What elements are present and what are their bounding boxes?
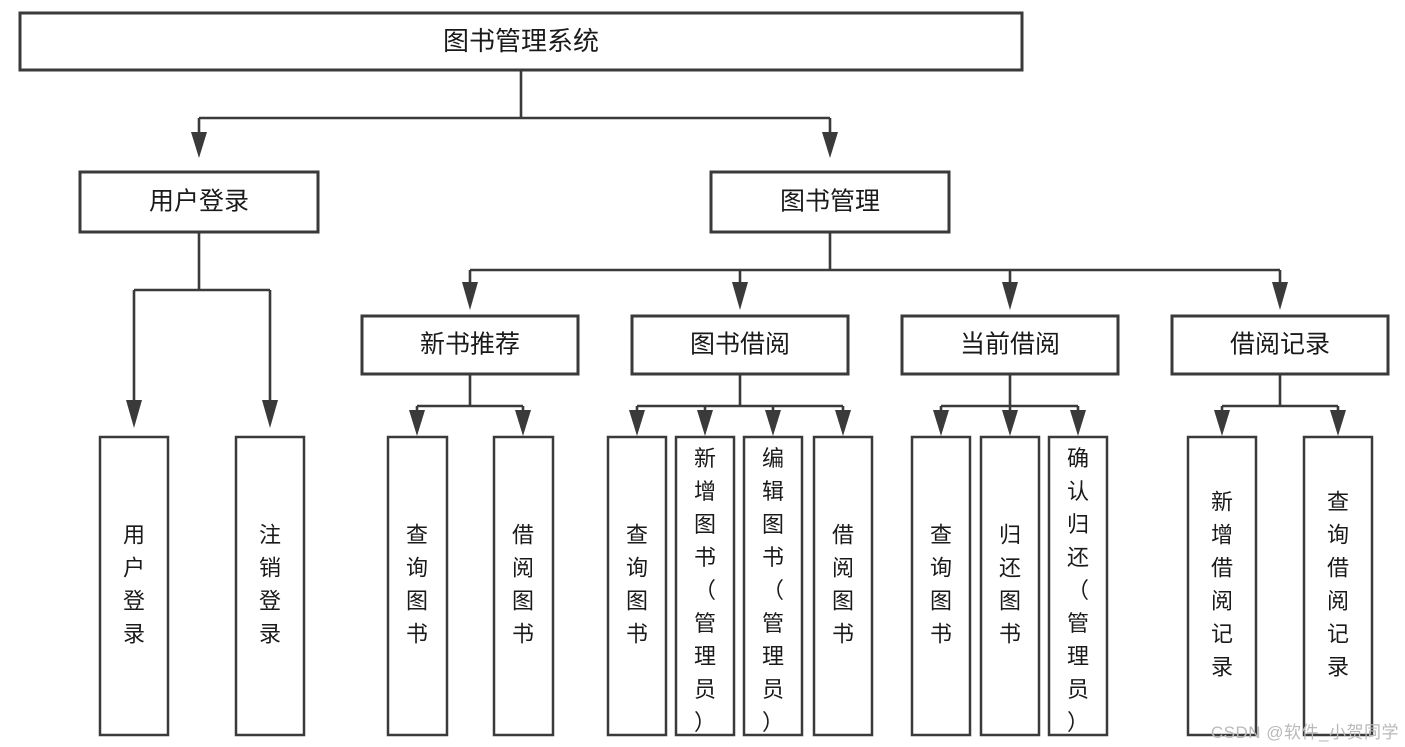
- node-borrow-record-box[interactable]: [1170, 314, 1390, 376]
- node-leaf-borrow-book-1[interactable]: 借阅图书: [492, 435, 555, 737]
- node-current-borrow-label: 当前借阅: [960, 331, 1060, 359]
- node-borrow-record-label: 借阅记录: [1230, 331, 1330, 359]
- arrowhead-leaf-user-login: [126, 400, 142, 428]
- node-book-manage-box[interactable]: [709, 170, 951, 234]
- arrowhead-edit-book: [765, 410, 781, 436]
- node-leaf-query-book-3-box[interactable]: [910, 435, 972, 737]
- node-leaf-borrow-book-2-label: 借阅图书: [832, 522, 854, 646]
- node-leaf-query-book-3[interactable]: 查询图书: [910, 435, 972, 737]
- node-leaf-borrow-book-2[interactable]: 借阅图书: [812, 435, 874, 737]
- arrowhead-add-book: [697, 410, 713, 436]
- node-user-login-label: 用户登录: [149, 188, 249, 216]
- node-leaf-query-book-2-box[interactable]: [606, 435, 668, 737]
- arrowhead-new-book-rec: [462, 282, 478, 310]
- node-root-label: 图书管理系统: [443, 26, 599, 56]
- node-current-borrow-box[interactable]: [900, 314, 1120, 376]
- node-current-borrow[interactable]: 当前借阅: [900, 314, 1120, 376]
- node-leaf-confirm-return[interactable]: 确认归还（管理员）: [1047, 435, 1109, 737]
- node-leaf-user-login-label: 用户登录: [123, 522, 145, 646]
- edge-group-book-manage: [462, 232, 1288, 310]
- node-leaf-query-book-3-label: 查询图书: [930, 522, 952, 646]
- node-leaf-logout-label: 注销登录: [259, 522, 281, 646]
- node-book-borrow-box[interactable]: [630, 314, 850, 376]
- node-book-manage[interactable]: 图书管理: [709, 170, 951, 234]
- node-leaf-add-book-box[interactable]: [674, 435, 736, 737]
- node-root-box[interactable]: [18, 11, 1024, 72]
- arrowhead-book-manage: [822, 132, 838, 158]
- node-leaf-add-book-label: 新增图书（管理员）: [694, 446, 716, 735]
- arrowhead-confirm-return: [1070, 410, 1086, 436]
- edge-group-current-borrow: [933, 374, 1086, 436]
- node-user-login-box[interactable]: [78, 170, 320, 234]
- node-leaf-confirm-return-label: 确认归还（管理员）: [1067, 446, 1089, 735]
- node-leaf-return-book[interactable]: 归还图书: [979, 435, 1041, 737]
- arrowhead-borrow-record: [1272, 282, 1288, 310]
- node-leaf-add-record[interactable]: 新增借阅记录: [1186, 435, 1258, 737]
- node-book-borrow-label: 图书借阅: [690, 331, 790, 359]
- arrowhead-add-record: [1214, 410, 1230, 436]
- node-book-manage-label: 图书管理: [780, 188, 880, 216]
- edge-group-borrow-record: [1214, 374, 1346, 436]
- node-leaf-edit-book-box[interactable]: [742, 435, 804, 737]
- node-new-book-rec[interactable]: 新书推荐: [360, 314, 580, 376]
- node-leaf-borrow-book-2-box[interactable]: [812, 435, 874, 737]
- node-leaf-add-book[interactable]: 新增图书（管理员）: [674, 435, 736, 737]
- arrowhead-return-book: [1002, 410, 1018, 436]
- node-leaf-add-record-label: 新增借阅记录: [1211, 489, 1233, 679]
- node-leaf-borrow-book-1-label: 借阅图书: [512, 522, 534, 646]
- node-book-borrow[interactable]: 图书借阅: [630, 314, 850, 376]
- arrowhead-query-book-1: [409, 410, 425, 436]
- csdn-watermark: CSDN @软件_小贺同学: [1210, 723, 1399, 742]
- node-leaf-user-login-box[interactable]: [98, 435, 170, 737]
- node-new-book-rec-box[interactable]: [360, 314, 580, 376]
- node-leaf-query-record[interactable]: 查询借阅记录: [1302, 435, 1374, 737]
- node-leaf-borrow-book-1-box[interactable]: [492, 435, 555, 737]
- node-leaf-query-book-2[interactable]: 查询图书: [606, 435, 668, 737]
- node-leaf-query-book-1[interactable]: 查询图书: [386, 435, 449, 737]
- node-leaf-query-book-1-label: 查询图书: [406, 522, 428, 646]
- node-leaf-query-record-label: 查询借阅记录: [1327, 489, 1349, 679]
- node-leaf-confirm-return-box[interactable]: [1047, 435, 1109, 737]
- arrowhead-leaf-logout: [262, 400, 278, 428]
- arrowhead-current-borrow: [1002, 282, 1018, 310]
- node-user-login[interactable]: 用户登录: [78, 170, 320, 234]
- arrowhead-book-borrow: [732, 282, 748, 310]
- node-leaf-edit-book[interactable]: 编辑图书（管理员）: [742, 435, 804, 737]
- node-leaf-logout-box[interactable]: [234, 435, 306, 737]
- arrowhead-borrow-book-1: [515, 410, 531, 436]
- arrowhead-query-record: [1330, 410, 1346, 436]
- node-root[interactable]: 图书管理系统: [18, 11, 1024, 72]
- arrowhead-query-book-3: [933, 410, 949, 436]
- node-leaf-query-book-2-label: 查询图书: [626, 522, 648, 646]
- edge-group-new-book-rec: [409, 374, 531, 436]
- arrowhead-query-book-2: [629, 410, 645, 436]
- node-borrow-record[interactable]: 借阅记录: [1170, 314, 1390, 376]
- node-leaf-return-book-label: 归还图书: [999, 522, 1021, 646]
- arrowhead-borrow-book-2: [835, 410, 851, 436]
- node-leaf-query-book-1-box[interactable]: [386, 435, 449, 737]
- node-new-book-rec-label: 新书推荐: [420, 331, 520, 359]
- node-leaf-add-record-box[interactable]: [1186, 435, 1258, 737]
- node-leaf-return-book-box[interactable]: [979, 435, 1041, 737]
- node-leaf-user-login[interactable]: 用户登录: [98, 435, 170, 737]
- node-leaf-query-record-box[interactable]: [1302, 435, 1374, 737]
- arrowhead-user-login: [191, 132, 207, 158]
- edge-group-book-borrow: [629, 374, 851, 436]
- edge-group-root: [191, 70, 838, 158]
- edge-group-user-login: [126, 232, 278, 428]
- node-leaf-logout[interactable]: 注销登录: [234, 435, 306, 737]
- node-leaf-edit-book-label: 编辑图书（管理员）: [762, 446, 784, 735]
